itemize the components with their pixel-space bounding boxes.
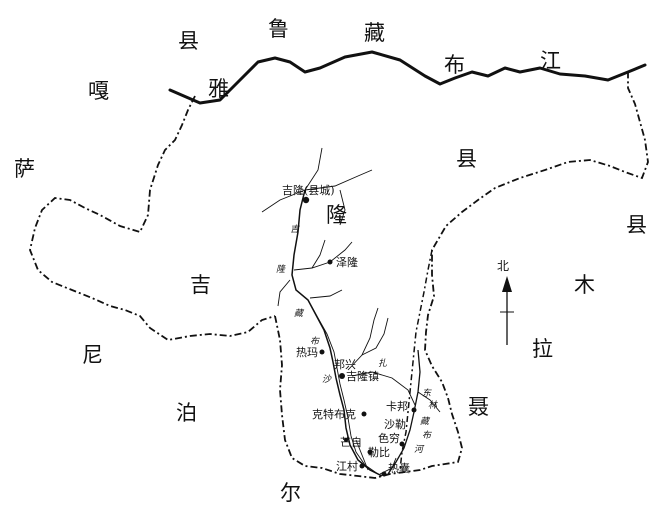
dot-mangzi <box>344 438 348 442</box>
tributary-south-1 <box>355 439 369 471</box>
label-river-zang: 藏 <box>294 308 305 319</box>
label-zelong: 泽隆 <box>336 255 358 269</box>
north-arrow: 北 <box>497 259 514 345</box>
tributary-zelong-2 <box>311 239 326 269</box>
label-saga-xian: 县 <box>178 29 199 53</box>
dot-renang <box>381 471 387 477</box>
label-nepal-bo: 泊 <box>176 401 197 425</box>
dot-rema <box>319 349 325 355</box>
label-dongling-bu: 布 <box>422 430 433 441</box>
label-yarlung-bu: 布 <box>444 53 465 77</box>
label-mangzi: 芒自 <box>340 436 362 449</box>
label-river-long: 隆 <box>276 264 286 275</box>
label-seqiong: 色穷 <box>378 431 400 445</box>
label-dongling-dong: 东 <box>422 388 432 399</box>
river-zha <box>351 371 416 406</box>
label-nepal-er: 尔 <box>280 481 301 505</box>
county-border-west <box>29 95 276 341</box>
label-saga-ga: 嘎 <box>88 79 109 103</box>
label-dongling-lin: 林 <box>428 400 438 411</box>
label-dongling-he: 河 <box>414 444 425 455</box>
label-nielamu-xian: 县 <box>626 213 647 237</box>
label-rema: 热玛 <box>296 346 318 359</box>
label-ketebu: 克特布克 <box>312 407 356 421</box>
dot-jiangcun <box>359 463 365 469</box>
label-jilong-ji: 吉 <box>190 273 211 297</box>
tributary-1 <box>261 189 306 213</box>
label-dongling-zang: 藏 <box>420 416 431 427</box>
tributary-mid-2 <box>277 279 291 307</box>
label-nielamu-la: 拉 <box>532 337 553 361</box>
river-dongling <box>387 349 421 475</box>
label-saga-sa: 萨 <box>14 157 35 181</box>
tributary-4 <box>339 189 346 226</box>
dot-jilong-town <box>302 196 310 204</box>
yarlung-tsangpo-river <box>168 50 647 105</box>
label-yarlung-ya: 雅 <box>208 77 229 101</box>
tributary-east-1 <box>347 307 379 371</box>
label-jilong-long: 隆 <box>326 203 347 227</box>
label-river-sha: 沙 <box>322 374 332 385</box>
label-jilong-town: 吉隆(县城) <box>282 183 335 197</box>
dot-jilong-zhen <box>339 373 345 379</box>
tributary-mid-1 <box>309 289 343 299</box>
tributary-east-2 <box>361 317 389 356</box>
north-arrow-head <box>502 276 512 292</box>
label-river-bu: 布 <box>310 336 321 347</box>
label-yarlung-lu: 鲁 <box>268 17 289 41</box>
label-nielamu-nie: 聂 <box>468 395 489 419</box>
label-nielamu-mu: 木 <box>574 273 595 297</box>
dot-kabang <box>411 407 417 413</box>
tributary-2 <box>304 147 323 191</box>
county-border-east <box>399 249 433 471</box>
label-yarlung-jiang: 江 <box>540 49 561 73</box>
label-renang: 热囊 <box>388 461 410 475</box>
dot-zelong <box>327 259 333 265</box>
jilong-zangbu-river <box>291 189 383 477</box>
label-bangxing: 邦兴 <box>334 358 356 371</box>
label-jilong-xian: 县 <box>456 147 477 171</box>
label-shale: 沙勒 <box>384 418 406 431</box>
label-jilong-zhen: 吉隆镇 <box>346 369 379 383</box>
label-lebi: 勒比 <box>368 446 390 459</box>
jilong-zangbu-bank <box>307 299 379 475</box>
national-border-south <box>274 72 649 479</box>
label-yarlung-zang: 藏 <box>364 21 385 45</box>
label-river-zha: 扎 <box>378 358 387 369</box>
river-dongling-branch <box>417 391 441 413</box>
dot-ketebu <box>361 411 367 417</box>
label-nepal-ni: 尼 <box>82 343 103 367</box>
label-kabang: 卡邦 <box>386 400 408 413</box>
label-jiangcun: 江村 <box>336 459 358 473</box>
dot-seqiong <box>399 441 405 447</box>
tributary-3 <box>304 169 373 191</box>
label-river-ji: 吉 <box>290 224 300 235</box>
north-label: 北 <box>497 259 509 273</box>
dot-lebi <box>367 449 373 455</box>
